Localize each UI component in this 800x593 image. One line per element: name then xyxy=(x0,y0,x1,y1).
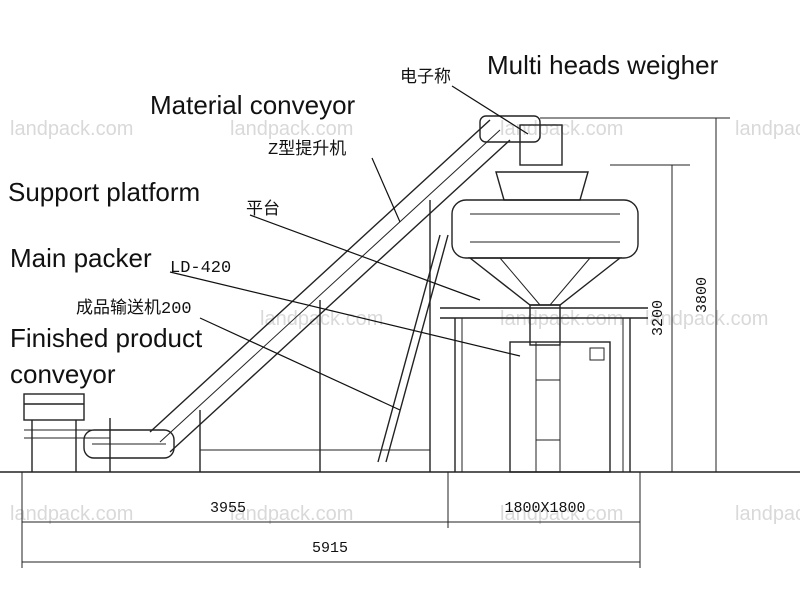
dimension-conveyor-length: 3955 xyxy=(210,500,246,517)
weigher-bucket-ring xyxy=(451,199,639,259)
elevator-belt-lower xyxy=(169,139,511,453)
weigher-funnel xyxy=(529,304,561,346)
watermark-layer: landpack.com landpack.com landpack.com l… xyxy=(10,118,800,525)
finished-product-conveyor xyxy=(23,393,111,472)
weigher-top-hopper xyxy=(519,124,563,166)
watermark-text: landpack.com xyxy=(230,118,353,140)
watermark-text: landpack.com xyxy=(10,503,133,525)
main-packer xyxy=(509,341,611,473)
watermark-text: landpack.com xyxy=(500,308,623,330)
weigher-feed-cone xyxy=(495,171,589,201)
label-platform-cn: 平台 xyxy=(246,199,280,220)
watermark-text: landpack.com xyxy=(735,503,800,525)
packer-control-panel xyxy=(589,347,605,361)
watermark-text: landpack.com xyxy=(260,308,383,330)
weigher-discharge-chute xyxy=(467,257,623,306)
watermark-text: landpack.com xyxy=(500,503,623,525)
label-finished-conveyor-line1: Finished product xyxy=(10,323,203,353)
elevator-head xyxy=(479,115,541,143)
horizontal-dimensions: 3955 1800X1800 5915 xyxy=(21,472,641,568)
packer-forming-tube xyxy=(535,379,561,441)
label-finished-conveyor-line2: conveyor xyxy=(10,359,116,389)
dimension-total-height: 3800 xyxy=(694,277,711,313)
watermark-text: landpack.com xyxy=(735,118,800,140)
dimension-total-length: 5915 xyxy=(312,540,348,557)
dimension-packer-footprint: 1800X1800 xyxy=(504,500,585,517)
label-weigher-cn: 电子称 xyxy=(400,67,451,88)
label-main-packer: Main packer xyxy=(10,243,152,273)
label-material-conveyor: Material conveyor xyxy=(150,90,356,120)
label-finished-conveyor-cn: 成品输送机200 xyxy=(76,298,192,319)
watermark-text: landpack.com xyxy=(10,118,133,140)
watermark-text: landpack.com xyxy=(230,503,353,525)
label-layer: 电子称 Multi heads weigher Material conveyo… xyxy=(8,50,719,389)
dimension-platform-height: 3200 xyxy=(650,300,667,336)
label-support-platform: Support platform xyxy=(8,177,200,207)
leader-lines xyxy=(169,85,529,411)
label-weigher-en: Multi heads weigher xyxy=(487,50,719,80)
conveyor-bin xyxy=(23,393,85,421)
elevator-bottom-section xyxy=(83,429,175,459)
watermark-text: landpack.com xyxy=(645,308,768,330)
elevator-belt-upper xyxy=(149,119,491,433)
multi-heads-weigher xyxy=(451,124,639,346)
z-elevator xyxy=(83,115,541,472)
support-platform xyxy=(440,307,648,472)
label-packer-model: LD-420 xyxy=(170,259,231,278)
vertical-dimensions: 3200 3800 xyxy=(540,117,730,472)
label-z-elevator-cn: Z型提升机 xyxy=(268,139,346,160)
